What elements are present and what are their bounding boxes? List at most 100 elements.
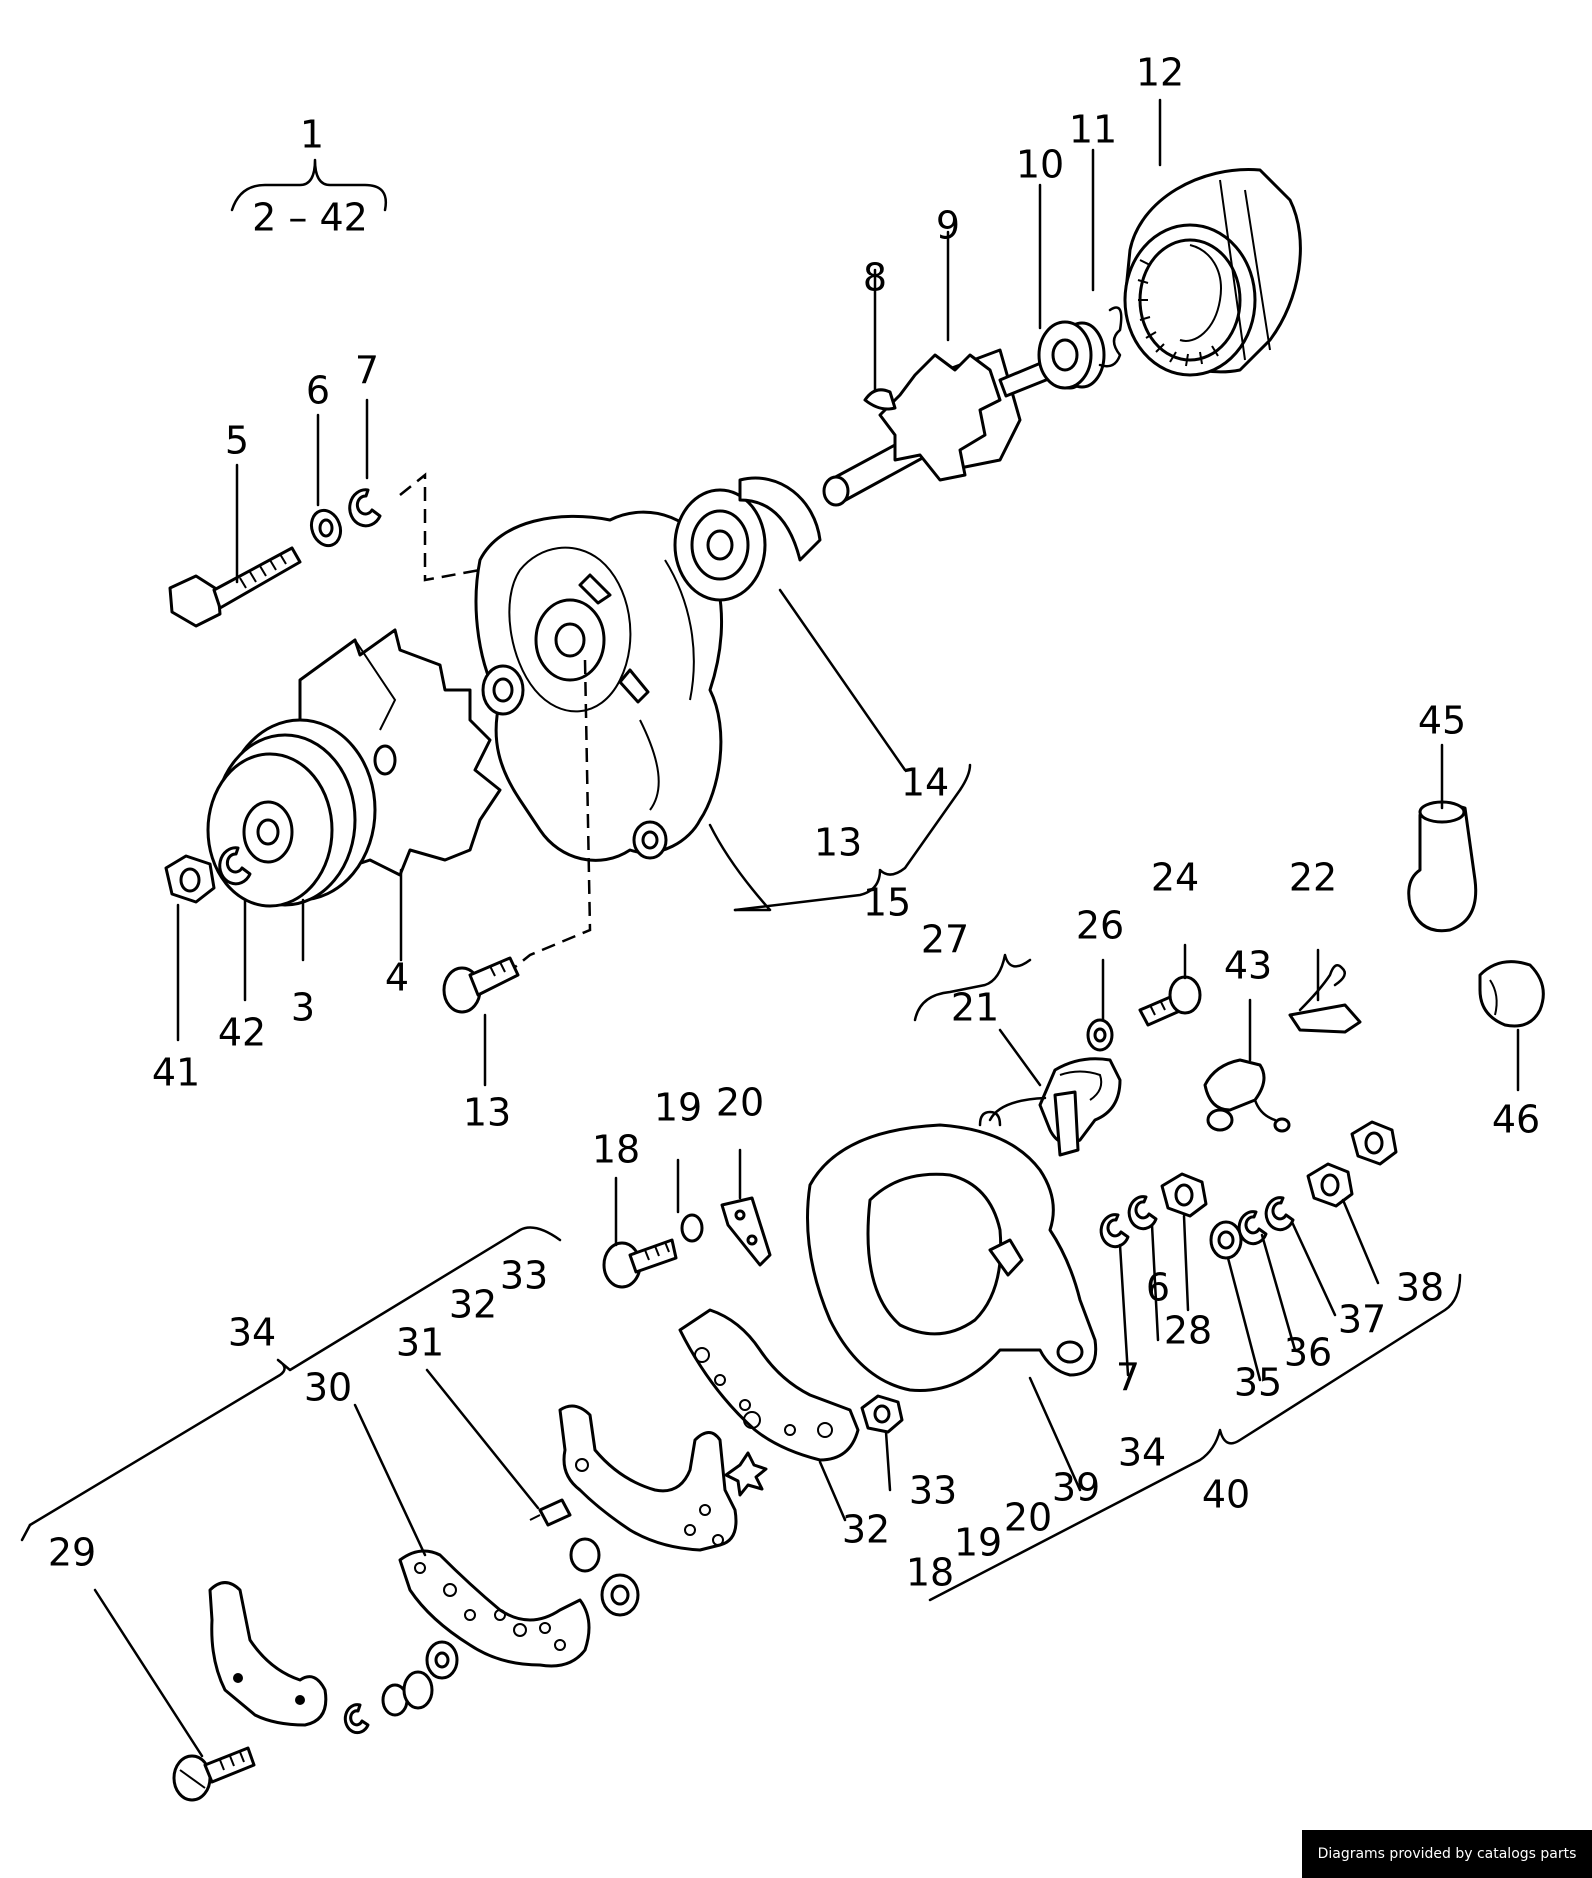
bracket-13-14-15: [708, 763, 972, 912]
callout-21: 21: [951, 986, 999, 1030]
assembly-bracket-1: [230, 158, 388, 212]
assembly-dash-lines: [399, 472, 592, 976]
lock-washer-6-right: [1127, 1195, 1158, 1231]
attribution-banner: Diagrams provided by catalogs parts: [1302, 1830, 1592, 1878]
screw-18: [602, 1238, 678, 1289]
brush-22: [1288, 963, 1362, 1034]
star-washer: [724, 1451, 768, 1497]
callout-11: 11: [1069, 108, 1117, 152]
callout-39: 39: [1052, 1466, 1100, 1510]
callout-46: 46: [1492, 1098, 1540, 1142]
washer-26: [1086, 1018, 1114, 1052]
callout-13-bracket: 13: [814, 821, 862, 865]
lock-washer-7-top: [348, 488, 382, 528]
lock-washer-42: [218, 846, 252, 886]
callout-24: 24: [1151, 856, 1199, 900]
callout-29: 29: [48, 1531, 96, 1575]
callout-18-bottom: 18: [906, 1551, 954, 1595]
callout-labels: 1 2 – 42 5 6 7 8 9 10 11 12 14 13 15 3 4…: [48, 51, 1540, 1595]
rubber-cap-45: [1407, 800, 1478, 933]
callout-9: 9: [936, 204, 960, 248]
callout-13-bolt: 13: [463, 1091, 511, 1135]
callout-33: 33: [909, 1469, 957, 1513]
callout-1: 1: [300, 113, 324, 157]
callout-33-bracket: 33: [500, 1254, 548, 1298]
diode-pins: [569, 1537, 640, 1617]
diode-31: [529, 1498, 572, 1527]
bracket-34-40-right: [928, 1273, 1462, 1602]
callout-12: 12: [1136, 51, 1184, 95]
callout-8: 8: [863, 256, 887, 300]
stator-12: [1123, 168, 1302, 377]
nut-38-a: [1306, 1162, 1354, 1208]
callout-20-top: 20: [716, 1081, 764, 1125]
washer-6: [309, 508, 343, 548]
callout-6-right: 6: [1146, 1266, 1170, 1310]
bracket-27: [913, 953, 1032, 1022]
rectifier-plate-30: [398, 1549, 591, 1668]
callout-3: 3: [291, 986, 315, 1030]
bolt-5: [168, 546, 302, 628]
rotor-9: [822, 321, 1106, 507]
lock-washer-7-right: [1099, 1213, 1130, 1249]
callout-32: 32: [842, 1508, 890, 1552]
callout-34-left: 34: [228, 1311, 276, 1355]
callout-35: 35: [1234, 1361, 1282, 1405]
callout-22: 22: [1289, 856, 1337, 900]
callout-42: 42: [218, 1011, 266, 1055]
callout-31: 31: [396, 1321, 444, 1365]
rear-housing-39: [806, 1123, 1098, 1392]
callout-36: 36: [1284, 1331, 1332, 1375]
callout-7-right: 7: [1116, 1356, 1140, 1400]
cap-46: [1478, 960, 1545, 1028]
callout-32-bracket: 32: [449, 1283, 497, 1327]
nut-38-b: [1350, 1120, 1398, 1166]
spring-washer-11: [1098, 306, 1123, 368]
callout-19-top: 19: [654, 1086, 702, 1130]
callout-18-top: 18: [592, 1128, 640, 1172]
callout-30: 30: [304, 1366, 352, 1410]
bracket-34-left: [20, 1226, 562, 1542]
callout-40: 40: [1202, 1473, 1250, 1517]
callout-34-right: 34: [1118, 1431, 1166, 1475]
front-housing-13: [474, 510, 724, 862]
callout-41: 41: [152, 1051, 200, 1095]
washer-row-bottom: [343, 1640, 459, 1735]
callout-7-top: 7: [355, 349, 379, 393]
plate-20: [720, 1196, 772, 1267]
heat-sink-plate: [558, 1404, 738, 1552]
callout-2-42: 2 – 42: [252, 196, 368, 240]
callout-4: 4: [385, 956, 409, 1000]
callout-26: 26: [1076, 904, 1124, 948]
callout-20-bottom: 20: [1004, 1496, 1052, 1540]
bearing-14: [673, 476, 822, 602]
regulator-21: [978, 1057, 1122, 1157]
nut-28: [1160, 1172, 1208, 1218]
screw-29: [172, 1746, 256, 1802]
leader-lines: [93, 98, 1520, 1758]
washer-19: [680, 1213, 704, 1243]
bolt-13-lower: [442, 956, 520, 1014]
lock-washer-37: [1264, 1196, 1295, 1232]
capacitor-43: [1203, 1058, 1291, 1133]
callout-6-top: 6: [306, 369, 330, 413]
callout-27: 27: [921, 918, 969, 962]
rectifier-plate-32: [678, 1308, 860, 1462]
callout-14: 14: [901, 761, 949, 805]
callout-5: 5: [225, 419, 249, 463]
nut-41: [164, 854, 216, 904]
callout-15: 15: [863, 881, 911, 925]
pulley-3: [206, 718, 377, 908]
callout-45: 45: [1418, 699, 1466, 743]
washer-35: [1209, 1220, 1243, 1260]
key-8: [863, 388, 897, 411]
callout-28: 28: [1164, 1309, 1212, 1353]
nut-33: [860, 1394, 904, 1434]
callout-38: 38: [1396, 1266, 1444, 1310]
callout-37: 37: [1338, 1298, 1386, 1342]
screw-24: [1138, 975, 1202, 1027]
bracket-plate-29: [208, 1581, 328, 1727]
bearing-10: [1037, 320, 1093, 390]
